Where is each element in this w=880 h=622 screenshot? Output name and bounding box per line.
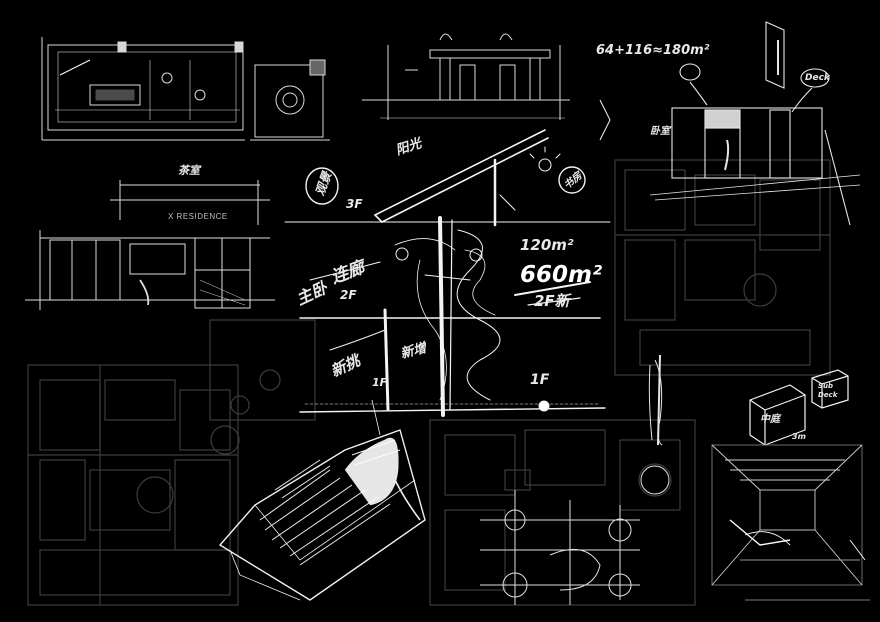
top-note-1: 卧室: [650, 126, 670, 137]
floor-2f-small-label: 2F: [340, 288, 357, 302]
area-top-label: 120m²: [520, 236, 574, 254]
perspective-room-right: [711, 444, 870, 601]
background-floorplans: [27, 159, 831, 606]
floor-3f-label: 3F: [346, 197, 363, 211]
tree-scribble-right: [648, 354, 663, 446]
elevation-left-middle: [25, 180, 275, 310]
brand-label: X RESIDENCE: [168, 212, 228, 221]
box-label: 中庭: [760, 414, 780, 425]
note-left-tag: 茶室: [178, 164, 200, 177]
perspective-sketch-bottom: [218, 399, 426, 601]
equation-note: 64+116≈180m²: [596, 43, 710, 58]
floor-1f-small-label: 1F: [372, 376, 388, 389]
massing-boxes: [749, 369, 849, 446]
plan-top-left: [41, 37, 330, 141]
floor-2f-new-label: 2F新: [534, 292, 570, 310]
box-small-1: Sub: [818, 382, 834, 390]
elevation-top-middle: [362, 33, 570, 120]
floor-1f-label: 1F: [530, 372, 550, 388]
sketch-top-right: [599, 21, 861, 226]
box-dim: 3m: [792, 432, 806, 441]
box-small-2: Deck: [818, 391, 838, 399]
section-sketch-center: [284, 129, 611, 417]
plan-bottom-middle-overlay: [480, 465, 670, 605]
area-label: 660m²: [520, 262, 603, 288]
top-note-2: Deck: [805, 73, 830, 83]
